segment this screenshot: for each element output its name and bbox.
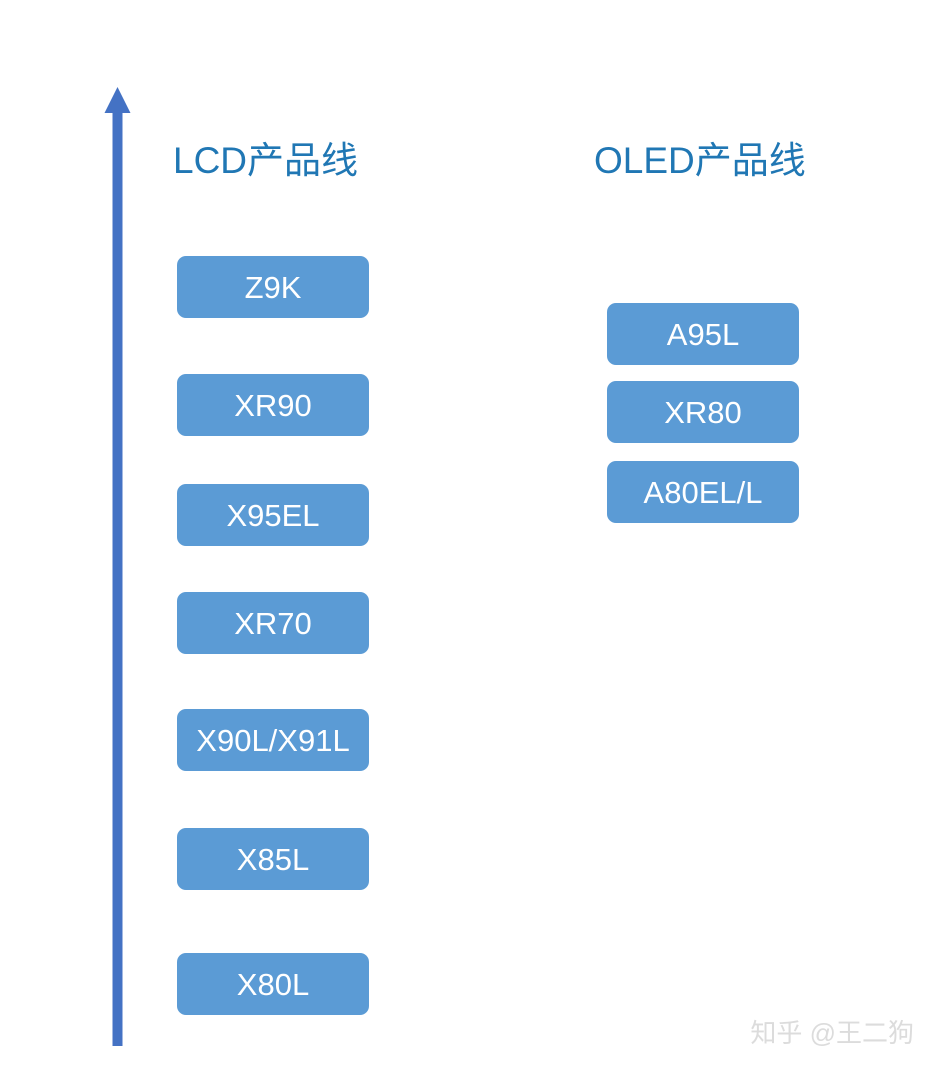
product-box-x85l[interactable]: X85L: [177, 828, 369, 890]
up-arrow-icon: [100, 84, 136, 1048]
watermark: 知乎 @王二狗: [750, 1018, 914, 1048]
product-box-xr80[interactable]: XR80: [607, 381, 799, 443]
product-box-xr90[interactable]: XR90: [177, 374, 369, 436]
product-box-a95l[interactable]: A95L: [607, 303, 799, 365]
oled-column-title: OLED产品线: [594, 140, 806, 181]
product-box-x95el[interactable]: X95EL: [177, 484, 369, 546]
product-box-a80el-l[interactable]: A80EL/L: [607, 461, 799, 523]
product-box-z9k[interactable]: Z9K: [177, 256, 369, 318]
product-box-xr70[interactable]: XR70: [177, 592, 369, 654]
lcd-column-title: LCD产品线: [173, 140, 359, 181]
product-box-x80l[interactable]: X80L: [177, 953, 369, 1015]
product-box-x90l-x91l[interactable]: X90L/X91L: [177, 709, 369, 771]
